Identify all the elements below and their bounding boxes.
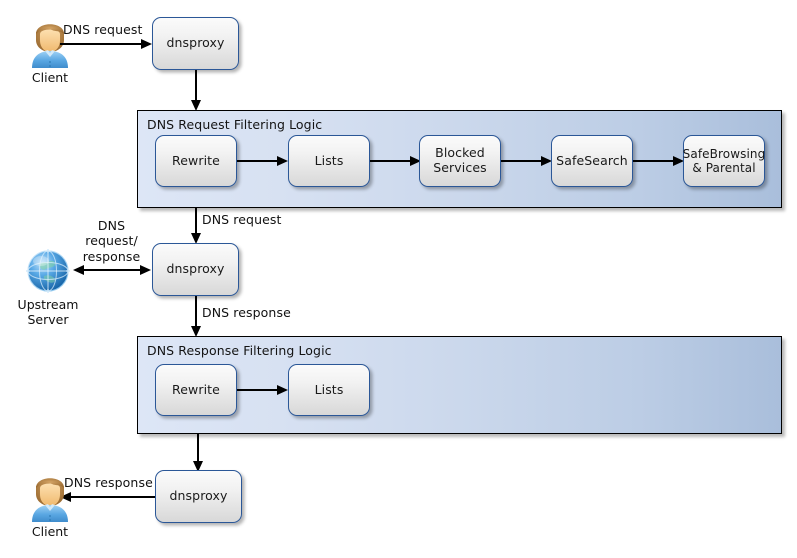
edge-request-lists-to-blocked-services	[370, 160, 411, 162]
arrowhead-left-icon	[73, 264, 84, 275]
group-dns-response-filtering-logic: DNS Response Filtering Logic	[137, 336, 782, 434]
edge-label-client-to-proxy-top: DNS request	[63, 22, 143, 37]
actor-caption-client-top: Client	[31, 70, 69, 85]
actor-caption-client-bottom: Client	[31, 524, 69, 539]
edge-client-to-proxy-top	[60, 43, 142, 45]
edge-request-filter-to-proxy	[195, 208, 197, 235]
edge-proxy-to-request-filter	[195, 70, 197, 102]
actor-caption-upstream: Upstream Server	[17, 297, 79, 327]
arrowhead-right-icon	[141, 38, 152, 49]
group-title-response: DNS Response Filtering Logic	[147, 343, 332, 358]
edge-label-proxy-to-response-filter: DNS response	[202, 305, 291, 320]
arrowhead-right-icon	[140, 264, 151, 275]
edge-request-blocked-services-to-safesearch	[501, 160, 542, 162]
arrowhead-down-icon	[192, 461, 203, 472]
arrowhead-right-icon	[541, 155, 552, 166]
arrowhead-down-icon	[190, 100, 201, 111]
edge-request-safesearch-to-safebrowsing	[633, 160, 674, 162]
node-request-lists[interactable]: Lists	[288, 135, 370, 187]
node-request-blocked-services[interactable]: Blocked Services	[419, 135, 501, 187]
arrowhead-left-icon	[60, 491, 71, 502]
node-request-safesearch[interactable]: SafeSearch	[551, 135, 633, 187]
edge-proxy-to-client-bottom	[70, 496, 155, 498]
node-request-rewrite[interactable]: Rewrite	[155, 135, 237, 187]
edge-label-proxy-to-client-bottom: DNS response	[64, 475, 153, 490]
node-dnsproxy-top[interactable]: dnsproxy	[152, 17, 239, 70]
globe-icon	[22, 245, 74, 297]
edge-upstream-to-proxy	[83, 269, 141, 271]
arrowhead-right-icon	[673, 155, 684, 166]
edge-label-upstream-exchange: DNS request/ response	[82, 218, 141, 264]
edge-label-request-filter-to-proxy: DNS request	[202, 212, 282, 227]
person-icon	[22, 12, 78, 68]
arrowhead-down-icon	[190, 326, 201, 337]
node-response-rewrite[interactable]: Rewrite	[155, 364, 237, 416]
edge-proxy-to-response-filter	[195, 296, 197, 328]
edge-request-rewrite-to-lists	[237, 160, 278, 162]
arrowhead-right-icon	[410, 155, 421, 166]
edge-response-rewrite-to-lists	[237, 389, 278, 391]
arrowhead-right-icon	[277, 384, 288, 395]
arrowhead-right-icon	[277, 155, 288, 166]
person-icon	[22, 466, 78, 522]
edge-response-filter-to-proxy	[197, 434, 199, 463]
node-dnsproxy-middle[interactable]: dnsproxy	[152, 243, 239, 296]
node-request-safebrowsing-parental[interactable]: SafeBrowsing & Parental	[683, 135, 765, 187]
arrowhead-down-icon	[190, 233, 201, 244]
node-response-lists[interactable]: Lists	[288, 364, 370, 416]
node-dnsproxy-bottom[interactable]: dnsproxy	[155, 470, 242, 523]
group-title-request: DNS Request Filtering Logic	[147, 117, 323, 132]
